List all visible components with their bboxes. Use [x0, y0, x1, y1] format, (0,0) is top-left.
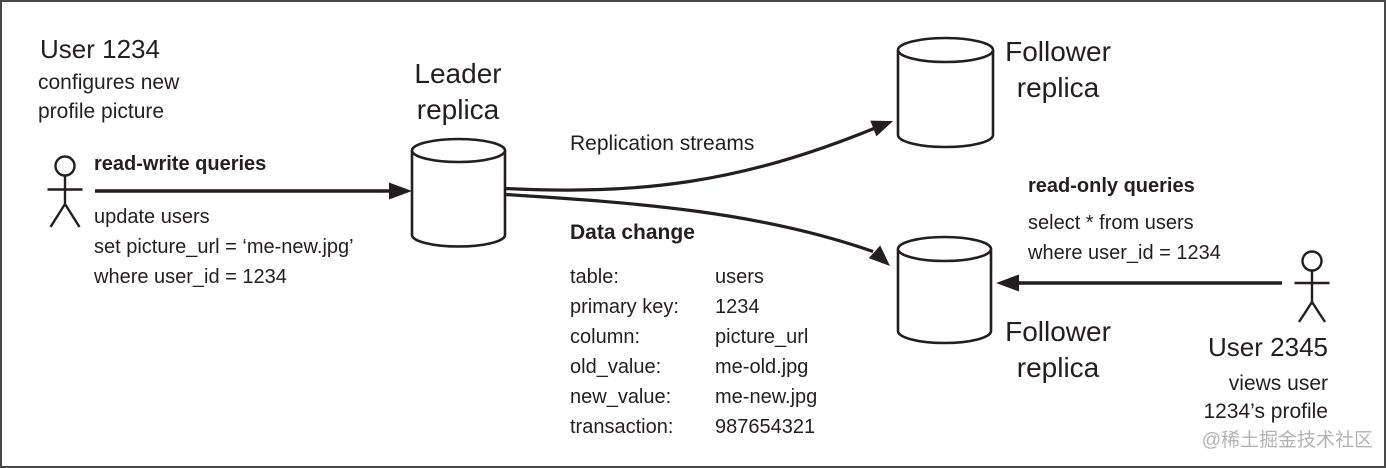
follower-bottom-label-line-1: Follower — [1005, 316, 1111, 347]
data-change-title: Data change — [570, 221, 695, 244]
row-key: table: — [570, 266, 619, 288]
table-row: column: picture_url — [570, 322, 817, 352]
replication-streams-label: Replication streams — [570, 132, 755, 155]
follower-bottom-label-line-2: replica — [1016, 352, 1100, 383]
replication-stream-arrows — [505, 120, 893, 266]
follower-top-label-line-1: Follower — [1005, 36, 1111, 67]
query-line-set: set picture_url = ‘me-new.jpg’ — [94, 236, 354, 258]
row-key: new_value: — [570, 386, 672, 408]
user-2345-actor-icon — [1294, 250, 1330, 323]
row-key: transaction: — [570, 416, 674, 438]
follower-bottom-replica-label: Follower replica — [996, 314, 1120, 386]
follower-bottom-database-cylinder-icon — [896, 235, 993, 345]
left-user-desc-1: configures new — [38, 71, 180, 94]
table-row: table: users — [570, 262, 817, 292]
leader-database-cylinder-icon — [410, 137, 507, 248]
row-value: users — [715, 266, 764, 288]
leader-label-line-1: Leader — [414, 58, 502, 89]
read-write-query-text: update users set picture_url = ‘me-new.j… — [94, 202, 354, 292]
follower-top-label-line-2: replica — [1016, 72, 1100, 103]
right-user-desc-1: views user — [1228, 372, 1328, 395]
row-value: me-old.jpg — [715, 356, 809, 378]
read-write-queries-label: read-write queries — [94, 153, 267, 175]
follower-top-database-cylinder-icon — [896, 36, 995, 149]
follower-top-replica-label: Follower replica — [996, 34, 1120, 106]
row-key: column: — [570, 326, 641, 348]
right-user-title: User 2345 — [1208, 332, 1328, 362]
leader-label-line-2: replica — [416, 94, 500, 125]
read-only-queries-label: read-only queries — [1028, 175, 1195, 197]
user-1234-actor-icon — [47, 155, 83, 228]
read-only-arrow — [996, 274, 1282, 292]
left-user-title: User 1234 — [40, 34, 160, 64]
watermark-text: @稀土掘金技术社区 — [1201, 430, 1373, 451]
query-line-update: update users — [94, 206, 210, 228]
query-line-select: select * from users — [1028, 212, 1194, 234]
table-row: transaction: 987654321 — [570, 412, 817, 442]
left-user-desc-2: profile picture — [38, 100, 165, 123]
data-change-table: table: users primary key: 1234 column: pict… — [570, 262, 817, 442]
table-row: primary key: 1234 — [570, 292, 817, 322]
right-user-desc-2: 1234’s profile — [1203, 400, 1328, 423]
table-row: old_value: me-old.jpg — [570, 352, 817, 382]
table-row: new_value: me-new.jpg — [570, 382, 817, 412]
row-value: 987654321 — [715, 416, 816, 438]
row-value: picture_url — [715, 326, 809, 348]
leader-replica-label: Leader replica — [394, 56, 522, 128]
row-key: old_value: — [570, 356, 662, 378]
row-value: 1234 — [715, 296, 760, 318]
read-write-arrow — [95, 182, 412, 200]
query-line-where: where user_id = 1234 — [94, 266, 287, 288]
row-value: me-new.jpg — [715, 386, 818, 408]
query-line-where-2: where user_id = 1234 — [1028, 242, 1221, 264]
row-key: primary key: — [570, 296, 679, 318]
